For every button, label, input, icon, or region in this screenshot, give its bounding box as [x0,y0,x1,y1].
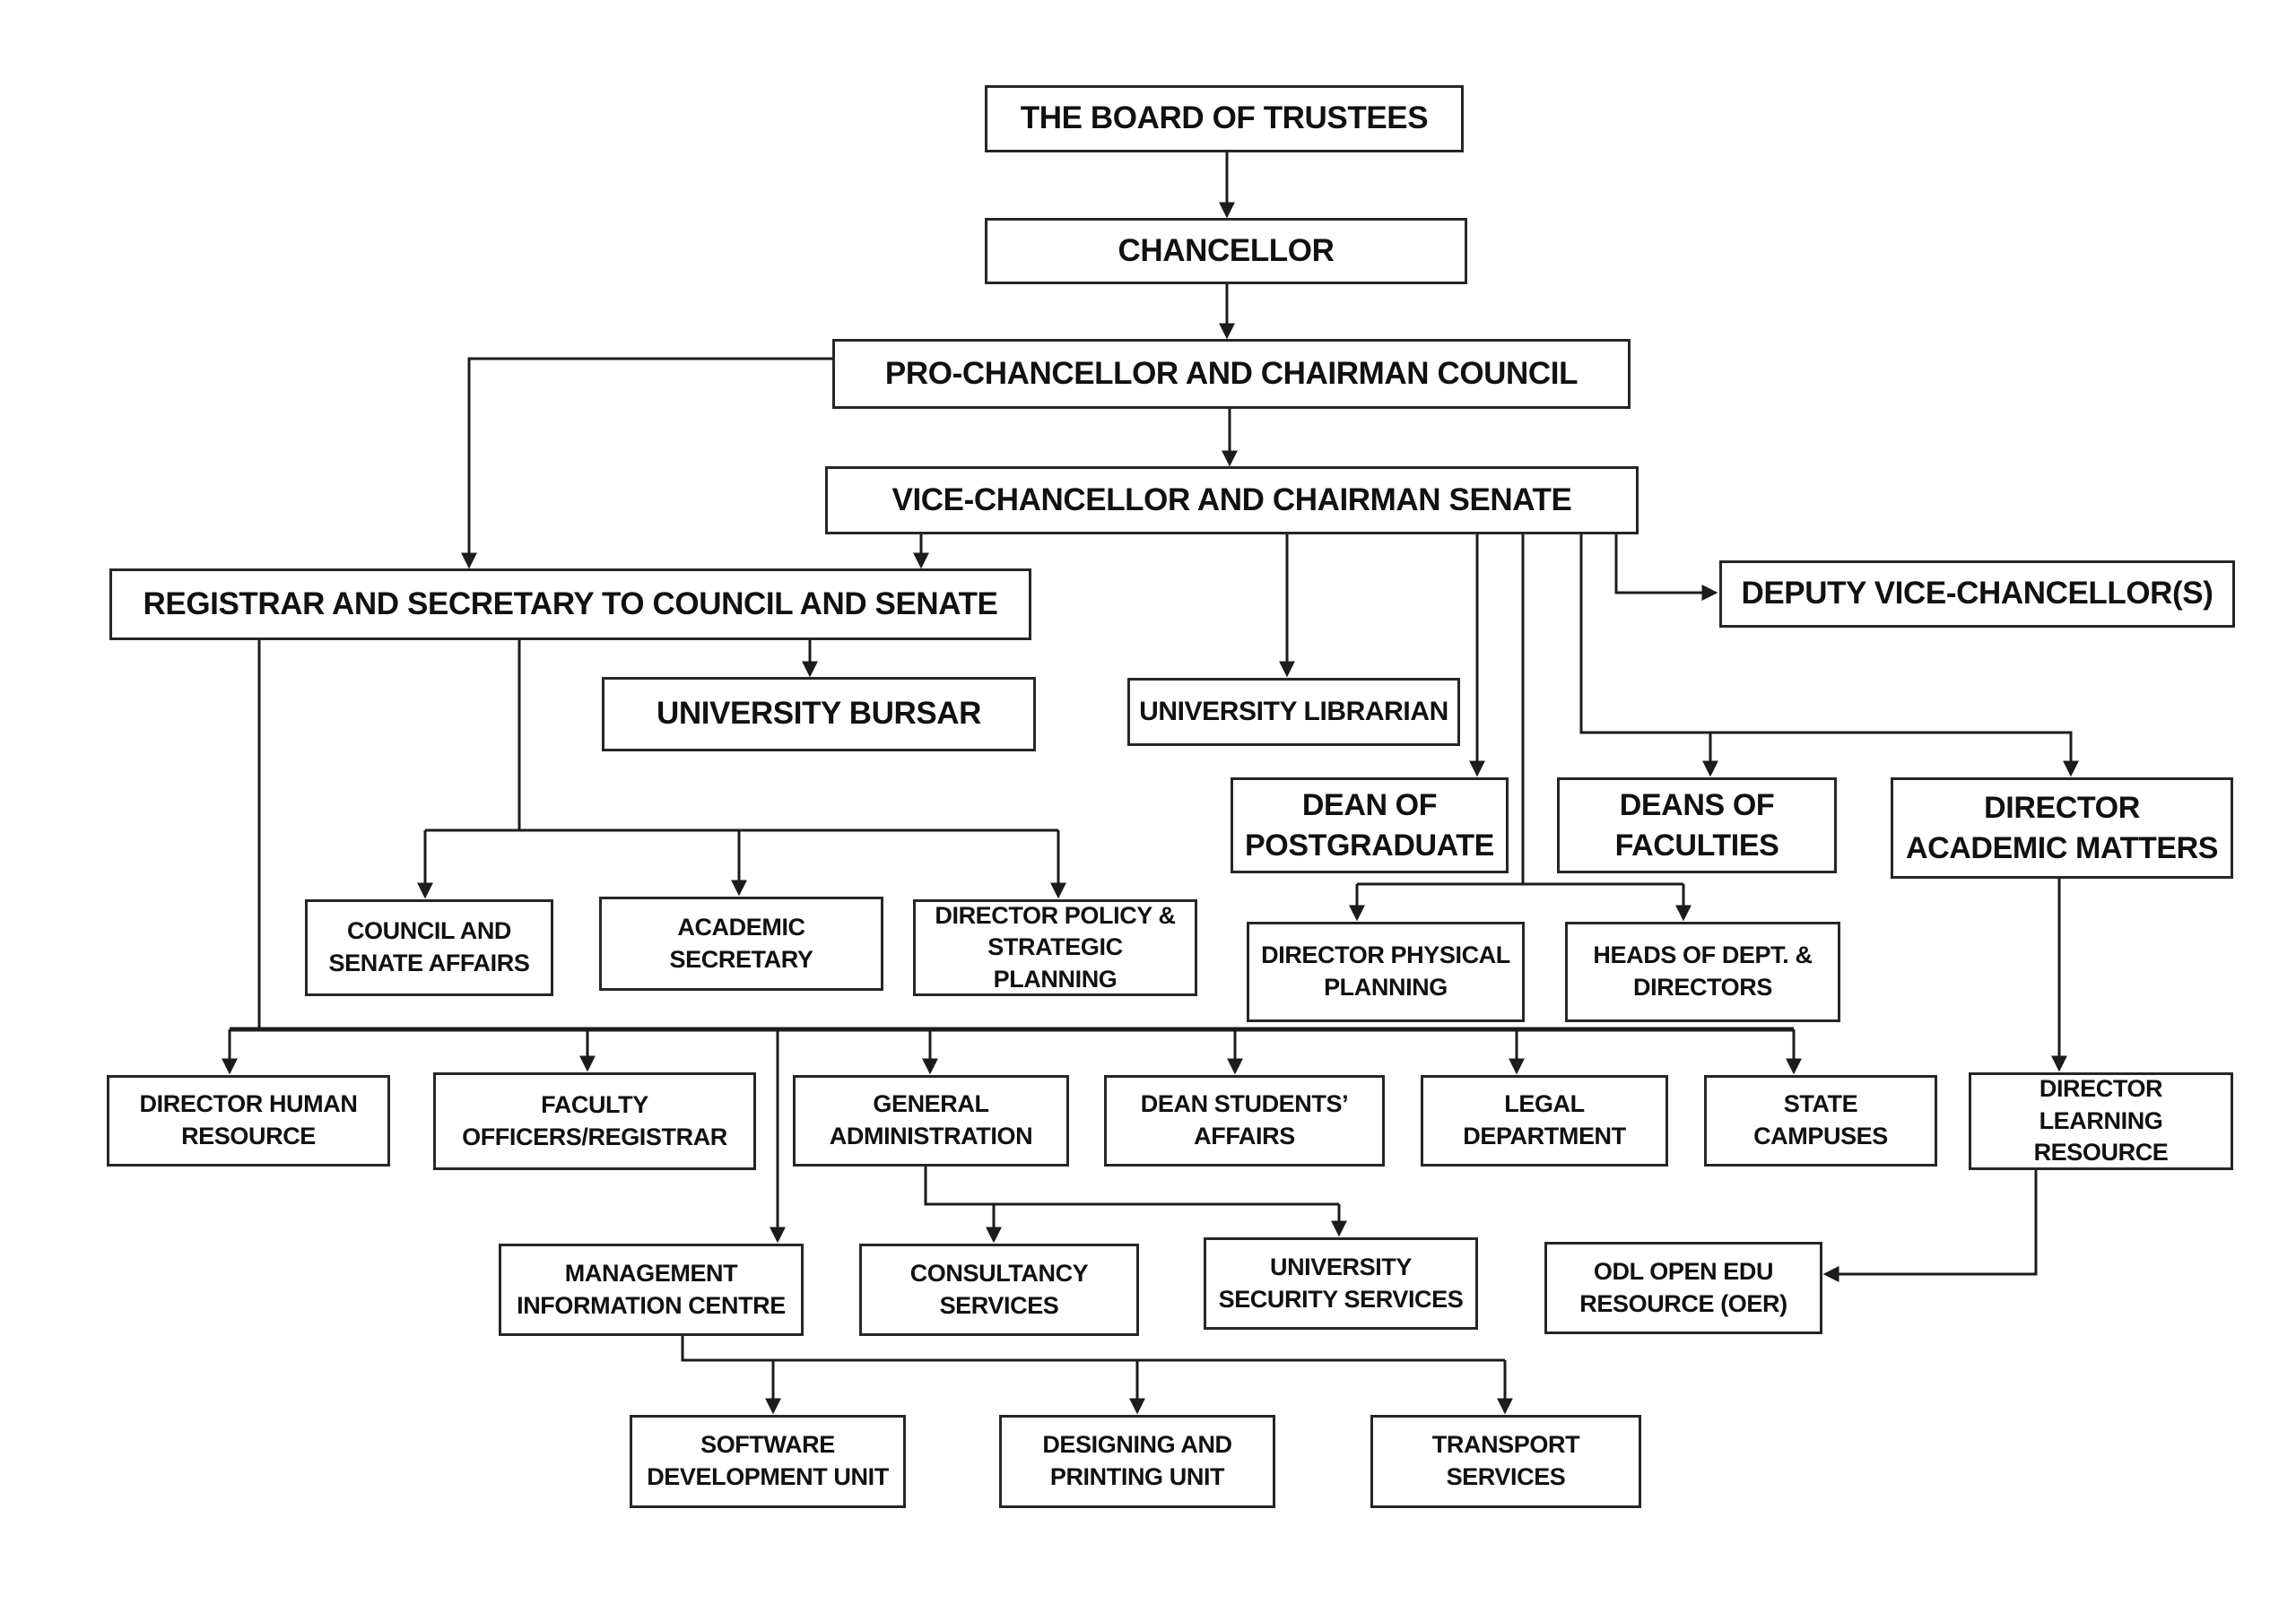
org-box-management-information-centre: MANAGEMENT INFORMATION CENTRE [499,1244,804,1336]
connector-vice-chancellor-to-deputy [1614,534,1718,601]
org-box-deans-of-faculties: DEANS OF FACULTIES [1557,777,1837,873]
connector-general-admin-to-consultancy-security [924,1167,1347,1244]
org-box-label: DIRECTOR PHYSICAL PLANNING [1261,941,1510,1001]
org-box-label: UNIVERSITY LIBRARIAN [1139,697,1448,727]
org-box-label: COUNCIL AND SENATE AFFAIRS [328,917,530,976]
org-box-academic-secretary: ACADEMIC SECRETARY [599,897,883,991]
org-box-odl-open-edu-resource: ODL OPEN EDU RESOURCE (OER) [1544,1242,1822,1334]
org-box-board-of-trustees: THE BOARD OF TRUSTEES [985,85,1464,152]
org-box-label: UNIVERSITY BURSAR [656,696,982,732]
org-box-vice-chancellor: VICE-CHANCELLOR AND CHAIRMAN SENATE [825,466,1639,534]
org-box-heads-of-dept-directors: HEADS OF DEPT. & DIRECTORS [1565,922,1840,1022]
org-box-university-security-services: UNIVERSITY SECURITY SERVICES [1204,1237,1478,1330]
org-box-label: ODL OPEN EDU RESOURCE (OER) [1579,1257,1787,1317]
org-box-designing-printing-unit: DESIGNING AND PRINTING UNIT [999,1415,1275,1508]
org-box-software-development-unit: SOFTWARE DEVELOPMENT UNIT [630,1415,906,1508]
connector-registrar-to-council-academic-policy [417,640,1066,899]
org-box-label: ACADEMIC SECRETARY [669,913,813,973]
org-box-label: DIRECTOR HUMAN RESOURCE [139,1090,358,1149]
org-box-label: DEPUTY VICE-CHANCELLOR(S) [1741,576,2213,612]
org-box-dean-students-affairs: DEAN STUDENTS’ AFFAIRS [1104,1075,1385,1167]
org-box-director-human-resource: DIRECTOR HUMAN RESOURCE [107,1075,390,1167]
org-box-label: DIRECTOR ACADEMIC MATTERS [1905,790,2219,865]
connector-mic-to-units [681,1336,1513,1415]
org-box-label: GENERAL ADMINISTRATION [829,1090,1033,1149]
org-box-label: PRO-CHANCELLOR AND CHAIRMAN COUNCIL [884,355,1578,391]
org-box-university-librarian: UNIVERSITY LIBRARIAN [1127,678,1460,746]
org-box-consultancy-services: CONSULTANCY SERVICES [859,1244,1139,1336]
connector-registrar-to-admin-row [222,640,1802,1244]
org-box-label: CONSULTANCY SERVICES [909,1259,1089,1319]
org-box-legal-department: LEGAL DEPARTMENT [1421,1075,1668,1167]
org-box-label: MANAGEMENT INFORMATION CENTRE [517,1259,786,1319]
org-box-label: HEADS OF DEPT. & DIRECTORS [1593,941,1813,1001]
org-box-label: THE BOARD OF TRUSTEES [1020,100,1429,136]
org-box-label: DEAN STUDENTS’ AFFAIRS [1140,1090,1349,1149]
org-box-director-learning-resource: DIRECTOR LEARNING RESOURCE [1969,1072,2233,1170]
org-box-label: DEAN OF POSTGRADUATE [1245,787,1494,863]
org-box-faculty-officers-registrar: FACULTY OFFICERS/REGISTRAR [433,1072,756,1170]
org-box-general-administration: GENERAL ADMINISTRATION [793,1075,1069,1167]
org-box-label: STATE CAMPUSES [1753,1090,1888,1149]
org-box-label: DIRECTOR LEARNING RESOURCE [2033,1075,2169,1167]
org-box-label: FACULTY OFFICERS/REGISTRAR [462,1090,727,1150]
org-box-label: LEGAL DEPARTMENT [1463,1090,1626,1149]
org-box-director-physical-planning: DIRECTOR PHYSICAL PLANNING [1247,922,1525,1022]
connector-director-learning-to-odl [1822,1170,2038,1282]
org-box-label: UNIVERSITY SECURITY SERVICES [1218,1253,1464,1313]
org-box-deputy-vice-chancellor: DEPUTY VICE-CHANCELLOR(S) [1719,560,2235,628]
connector-pro-chancellor-to-registrar [461,357,832,569]
org-box-university-bursar: UNIVERSITY BURSAR [602,677,1036,751]
org-box-pro-chancellor: PRO-CHANCELLOR AND CHAIRMAN COUNCIL [832,339,1631,409]
org-box-chancellor: CHANCELLOR [985,218,1467,284]
org-box-council-and-senate-affairs: COUNCIL AND SENATE AFFAIRS [305,899,553,996]
org-box-director-policy-strategic-planning: DIRECTOR POLICY & STRATEGIC PLANNING [913,899,1197,996]
org-box-label: CHANCELLOR [1118,232,1335,268]
org-box-state-campuses: STATE CAMPUSES [1704,1075,1937,1167]
org-box-label: SOFTWARE DEVELOPMENT UNIT [647,1431,889,1490]
org-box-label: TRANSPORT SERVICES [1431,1431,1580,1490]
org-box-registrar: REGISTRAR AND SECRETARY TO COUNCIL AND S… [109,568,1031,640]
org-box-transport-services: TRANSPORT SERVICES [1370,1415,1641,1508]
org-box-label: DEANS OF FACULTIES [1614,787,1779,863]
connector-vice-chancellor-to-physical-and-heads [1349,534,1692,922]
org-box-label: DESIGNING AND PRINTING UNIT [1042,1431,1232,1490]
connector-vice-chancellor-to-deans-and-director-academic [1579,534,2079,777]
org-box-director-academic-matters: DIRECTOR ACADEMIC MATTERS [1891,777,2233,879]
org-box-label: DIRECTOR POLICY & STRATEGIC PLANNING [935,901,1176,993]
org-box-label: VICE-CHANCELLOR AND CHAIRMAN SENATE [891,481,1572,517]
org-box-label: REGISTRAR AND SECRETARY TO COUNCIL AND S… [143,585,998,621]
org-box-dean-of-postgraduate: DEAN OF POSTGRADUATE [1231,777,1509,873]
